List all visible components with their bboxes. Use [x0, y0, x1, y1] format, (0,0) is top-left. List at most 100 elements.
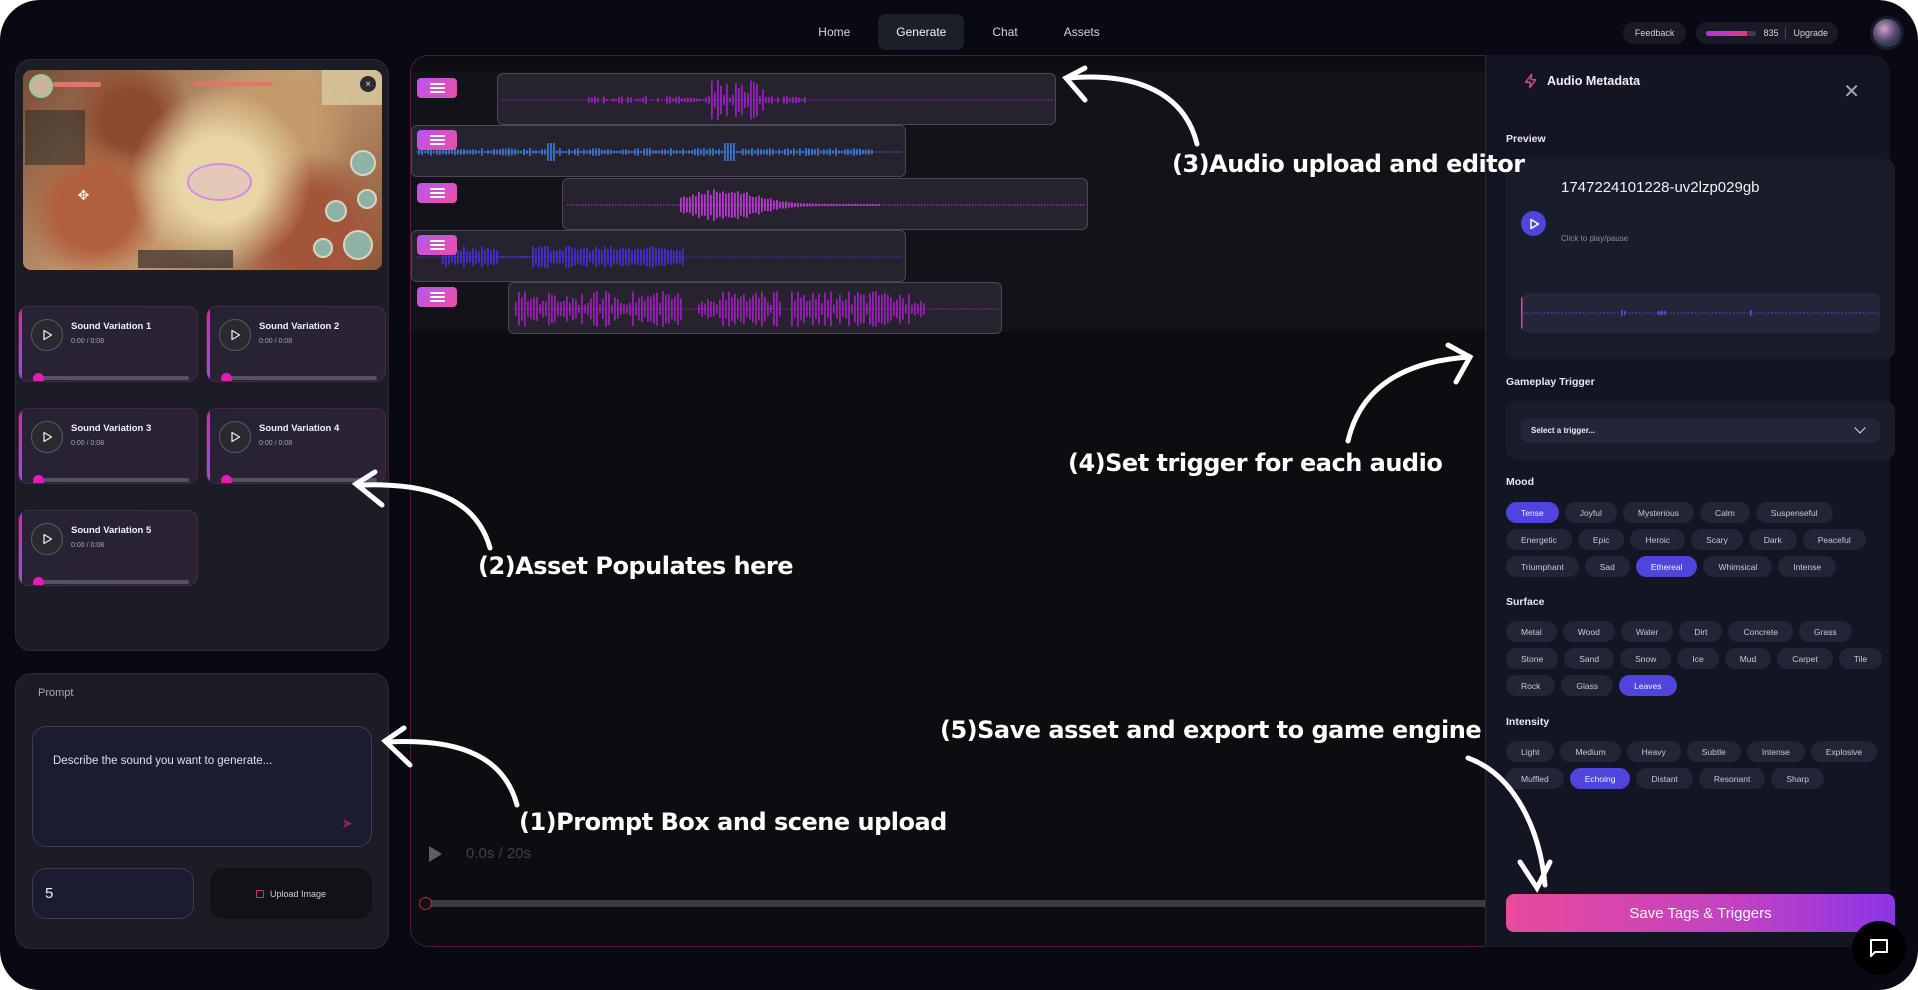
- variation-count-field[interactable]: 5: [32, 868, 194, 919]
- mood-chip[interactable]: Mysterious: [1622, 502, 1694, 523]
- play-button[interactable]: [31, 421, 63, 453]
- timeline-play-icon[interactable]: [429, 846, 442, 862]
- progress-knob[interactable]: [221, 373, 232, 381]
- progress-track[interactable]: [225, 376, 377, 380]
- play-icon: [43, 329, 53, 341]
- surface-chip[interactable]: Grass: [1798, 621, 1852, 642]
- surface-chip[interactable]: Wood: [1562, 621, 1615, 642]
- waveform-bar: [865, 303, 868, 315]
- audio-clip[interactable]: [411, 125, 906, 178]
- waveform-bar: [763, 198, 766, 211]
- mood-chip[interactable]: Suspenseful: [1755, 502, 1833, 523]
- upgrade-button[interactable]: Upgrade: [1793, 28, 1828, 38]
- track-handle[interactable]: [417, 130, 457, 151]
- upload-image-button[interactable]: Upload Image: [210, 868, 372, 919]
- feedback-button[interactable]: Feedback: [1622, 22, 1687, 44]
- surface-chip[interactable]: Dirt: [1679, 621, 1723, 642]
- intensity-chip[interactable]: Muffled: [1506, 768, 1564, 789]
- surface-chip[interactable]: Stone: [1506, 648, 1559, 669]
- timeline-playhead[interactable]: [419, 897, 432, 910]
- play-button[interactable]: [219, 421, 251, 453]
- progress-knob[interactable]: [33, 373, 44, 381]
- intensity-chip[interactable]: Subtle: [1686, 741, 1741, 762]
- tab-home[interactable]: Home: [818, 25, 851, 39]
- audio-clip[interactable]: [411, 229, 906, 282]
- mood-chip[interactable]: Heroic: [1630, 529, 1686, 550]
- track-handle[interactable]: [417, 78, 457, 98]
- mood-chip[interactable]: Epic: [1577, 529, 1625, 550]
- tab-generate[interactable]: Generate: [878, 14, 965, 50]
- tab-assets[interactable]: Assets: [1063, 25, 1100, 39]
- mood-chip[interactable]: Triumphant: [1506, 556, 1579, 577]
- mood-chip[interactable]: Intense: [1778, 556, 1837, 577]
- intensity-chip[interactable]: Light: [1506, 741, 1555, 762]
- intensity-chip[interactable]: Explosive: [1810, 741, 1878, 762]
- mood-chip[interactable]: Joyful: [1564, 502, 1617, 523]
- progress-knob[interactable]: [221, 475, 232, 483]
- timeline-scrubber[interactable]: [426, 900, 1489, 907]
- mood-chip[interactable]: Whimsical: [1703, 556, 1773, 577]
- play-button[interactable]: [219, 319, 251, 351]
- mood-chip[interactable]: Calm: [1700, 502, 1750, 523]
- mood-chip[interactable]: Tense: [1506, 502, 1559, 523]
- close-icon[interactable]: ×: [360, 76, 376, 92]
- send-icon[interactable]: ➤: [341, 815, 353, 831]
- preview-play-button[interactable]: [1521, 211, 1546, 236]
- prompt-input[interactable]: Describe the sound you want to generate.…: [32, 726, 372, 847]
- progress-track[interactable]: [37, 580, 189, 584]
- close-icon[interactable]: ✕: [1843, 81, 1860, 103]
- track-handle[interactable]: [417, 287, 457, 308]
- surface-chip[interactable]: Mud: [1724, 648, 1772, 669]
- surface-chip[interactable]: Tile: [1838, 648, 1883, 669]
- surface-chip[interactable]: Snow: [1620, 648, 1672, 669]
- progress-track[interactable]: [37, 478, 189, 482]
- mood-chip[interactable]: Energetic: [1506, 529, 1572, 550]
- waveform-bar: [748, 298, 751, 320]
- surface-chip[interactable]: Metal: [1506, 621, 1557, 642]
- surface-chip[interactable]: Carpet: [1777, 648, 1833, 669]
- surface-chip[interactable]: Water: [1620, 621, 1674, 642]
- mood-chip[interactable]: Sad: [1584, 556, 1630, 577]
- waveform-bar: [550, 143, 552, 162]
- surface-chip[interactable]: Leaves: [1619, 675, 1677, 696]
- intensity-chip[interactable]: Intense: [1746, 741, 1805, 762]
- progress-track[interactable]: [225, 478, 377, 482]
- surface-chip[interactable]: Ice: [1677, 648, 1719, 669]
- progress-knob[interactable]: [33, 475, 44, 483]
- surface-chip[interactable]: Sand: [1564, 648, 1615, 669]
- intensity-chip[interactable]: Distant: [1636, 768, 1693, 789]
- mood-chip[interactable]: Dark: [1748, 529, 1797, 550]
- audio-clip[interactable]: [561, 177, 1089, 230]
- intensity-chip[interactable]: Heavy: [1626, 741, 1681, 762]
- play-button[interactable]: [31, 319, 63, 351]
- audio-clip[interactable]: [497, 73, 1056, 125]
- intensity-chip[interactable]: Resonant: [1698, 768, 1766, 789]
- mood-chip[interactable]: Peaceful: [1802, 529, 1866, 550]
- intensity-chip[interactable]: Sharp: [1771, 768, 1824, 789]
- intensity-chip[interactable]: Echoing: [1569, 768, 1631, 789]
- surface-chip[interactable]: Glass: [1561, 675, 1614, 696]
- track-handle[interactable]: [417, 182, 457, 203]
- chat-button[interactable]: [1852, 921, 1906, 975]
- play-button[interactable]: [31, 523, 63, 555]
- audio-clip[interactable]: [507, 282, 1003, 335]
- mood-chip[interactable]: Scary: [1691, 529, 1743, 550]
- intensity-chip[interactable]: Medium: [1560, 741, 1621, 762]
- mood-chip[interactable]: Ethereal: [1635, 556, 1698, 577]
- save-tags-button[interactable]: Save Tags & Triggers: [1506, 894, 1895, 932]
- user-avatar[interactable]: [1870, 16, 1904, 50]
- trigger-select[interactable]: Select a trigger...: [1521, 418, 1880, 443]
- surface-chip[interactable]: Rock: [1506, 675, 1556, 696]
- waveform-bar: [787, 202, 790, 208]
- preview-waveform[interactable]: [1521, 293, 1880, 333]
- progress-knob[interactable]: [33, 577, 44, 585]
- tab-chat[interactable]: Chat: [992, 25, 1018, 39]
- track-handle[interactable]: [417, 234, 457, 255]
- surface-chip[interactable]: Concrete: [1728, 621, 1793, 642]
- progress-track[interactable]: [37, 376, 189, 380]
